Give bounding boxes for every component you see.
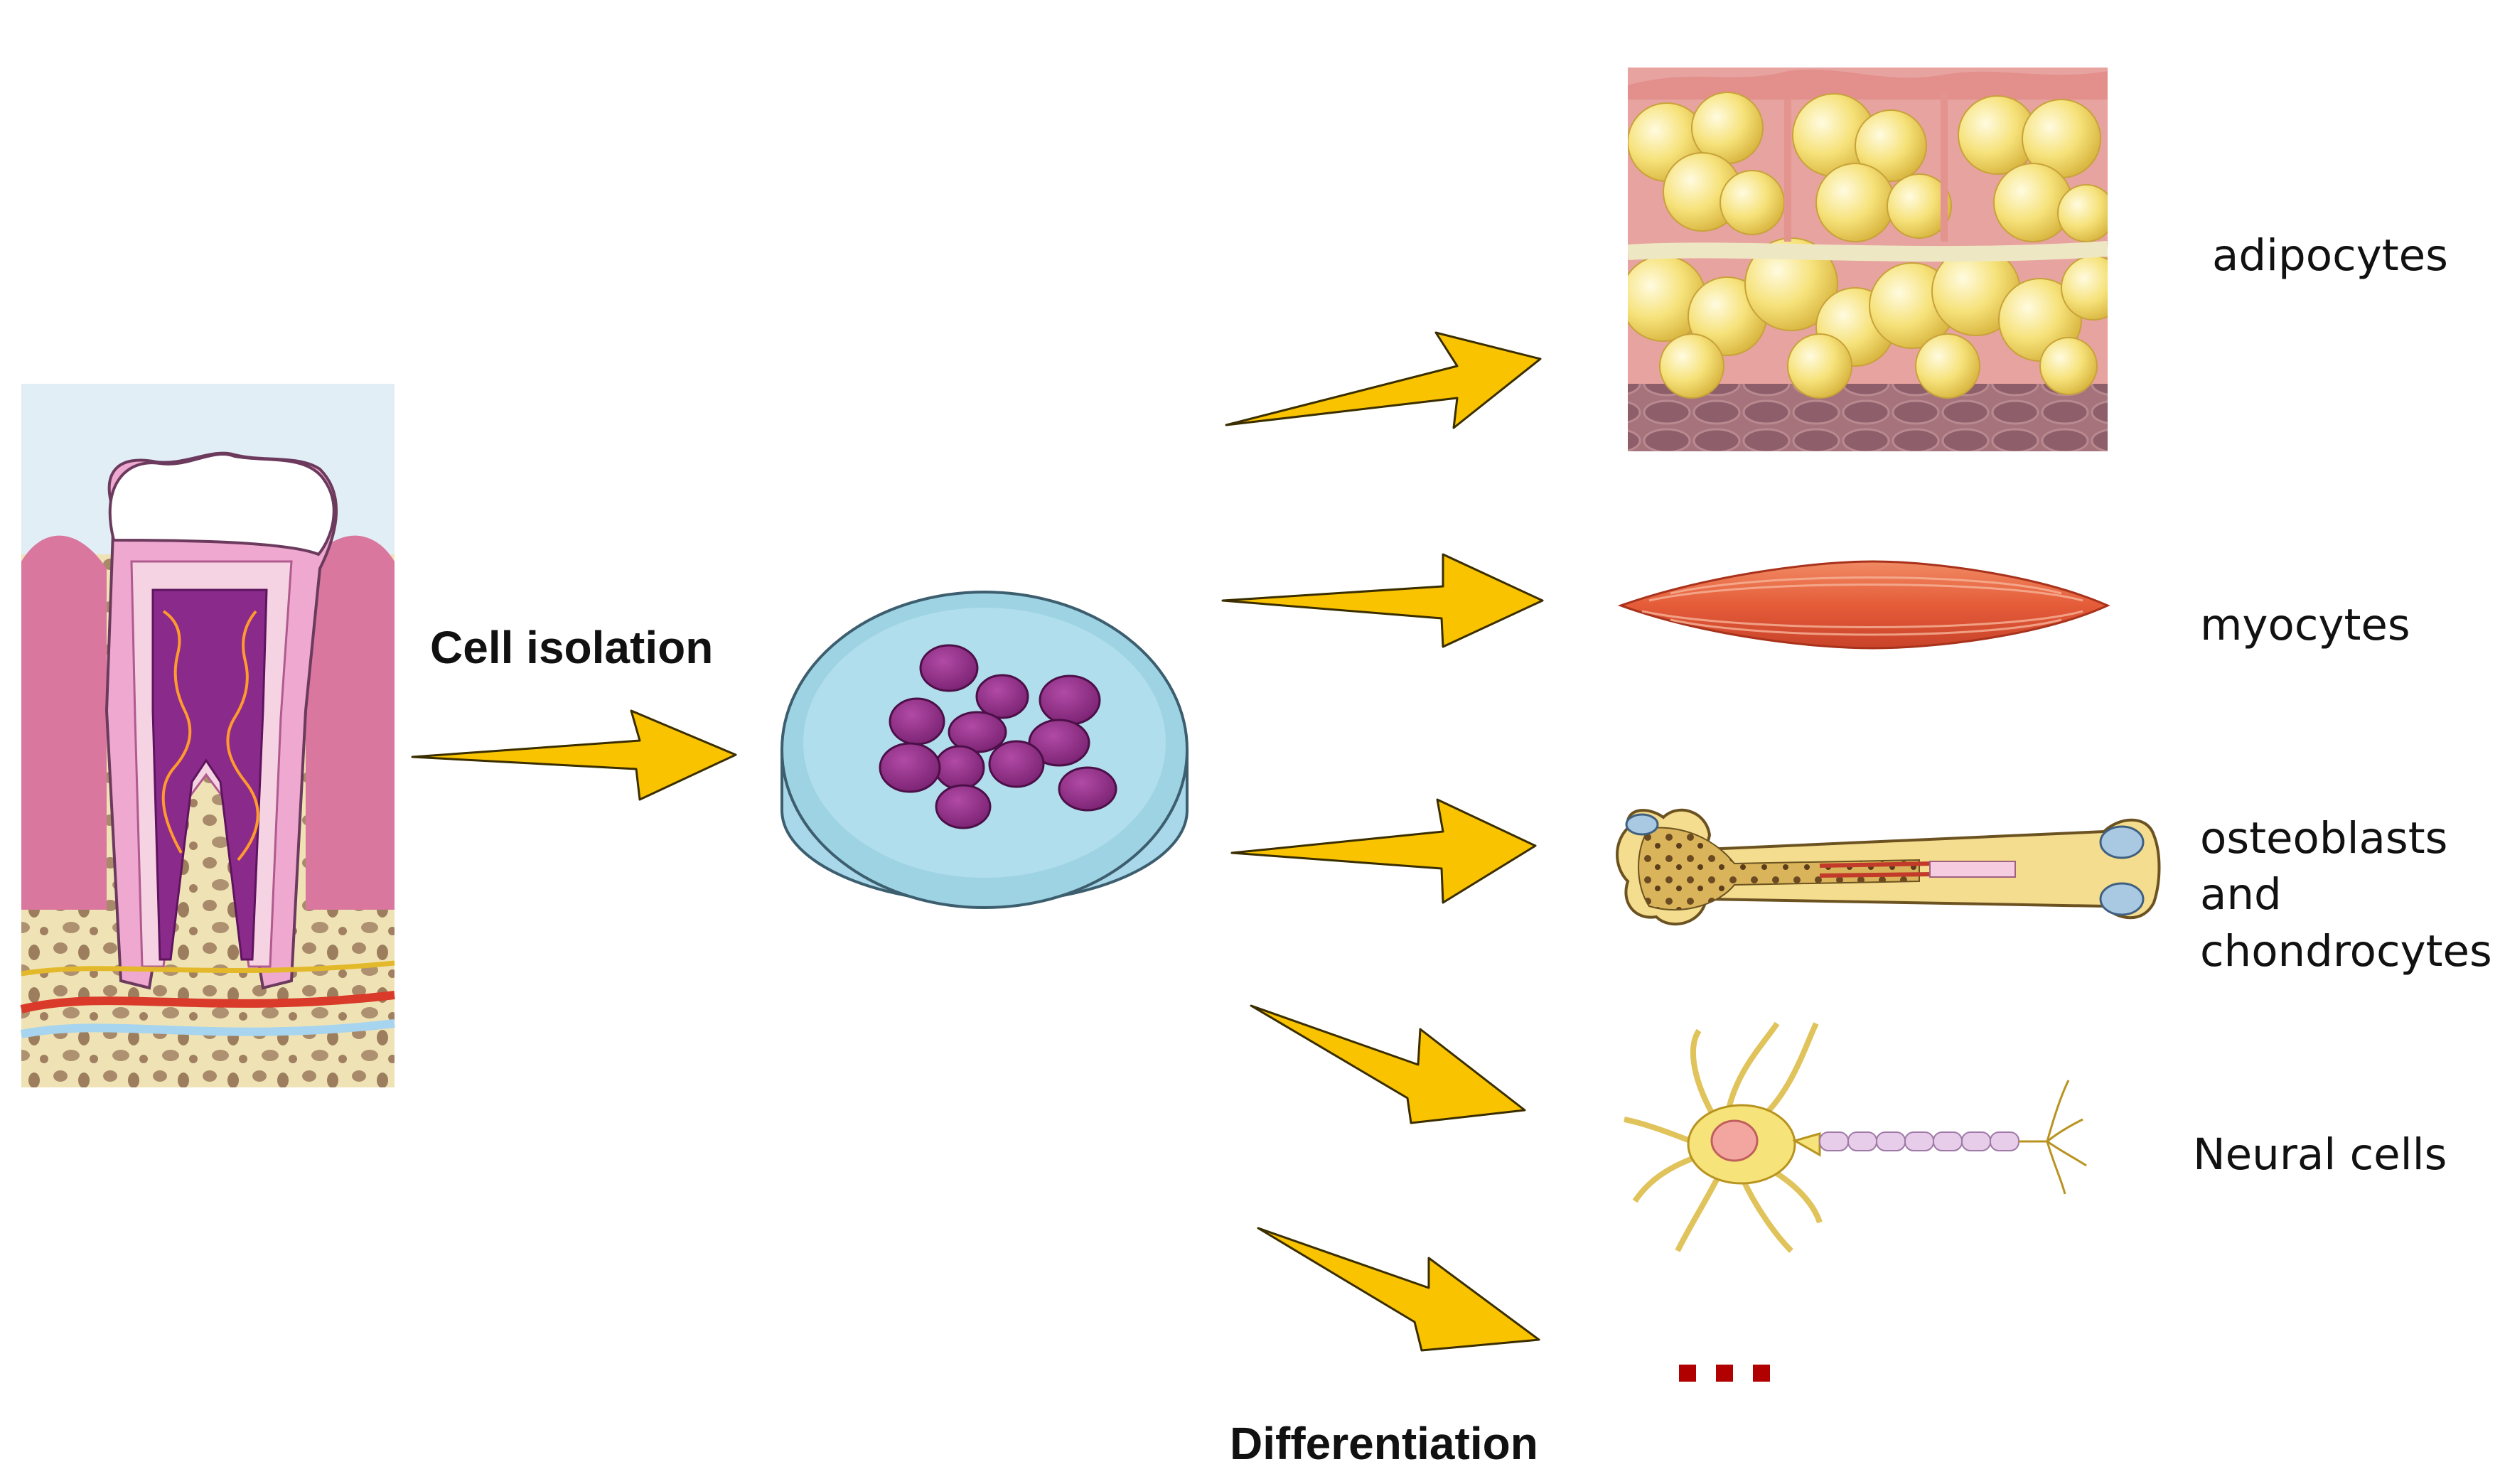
tooth-illustration [20,384,395,1087]
neuron-illustration [1624,1021,2087,1253]
myocyte-illustration [1617,560,2110,650]
cells-cluster [879,644,1117,829]
osteo-line-3: chondrocytes [2200,925,2492,977]
osteo-line-2: and [2200,869,2282,920]
arrow-isolation [411,709,737,801]
adipocytes-illustration [1628,68,2108,451]
ellipsis-marker [1679,1365,1770,1382]
cell-isolation-label: Cell isolation [430,622,714,673]
arrow-myocytes [1221,553,1544,648]
arrows [411,331,1544,1352]
osteoblasts-chondrocytes-label: osteoblasts and chondrocytes [2200,810,2492,979]
arrow-neural [1250,1004,1526,1124]
differentiation-label: Differentiation [1230,1418,1538,1469]
adipocytes-label: adipocytes [2212,230,2448,281]
petri-dish [780,591,1189,909]
arrow-ellipsis [1257,1227,1540,1352]
myocytes-label: myocytes [2200,600,2410,650]
neural-cells-label: Neural cells [2193,1129,2447,1180]
bone-illustration [1616,808,2161,926]
arrow-adipocytes [1225,331,1542,429]
arrow-osteo [1230,798,1537,904]
osteo-line-1: osteoblasts [2200,813,2448,864]
